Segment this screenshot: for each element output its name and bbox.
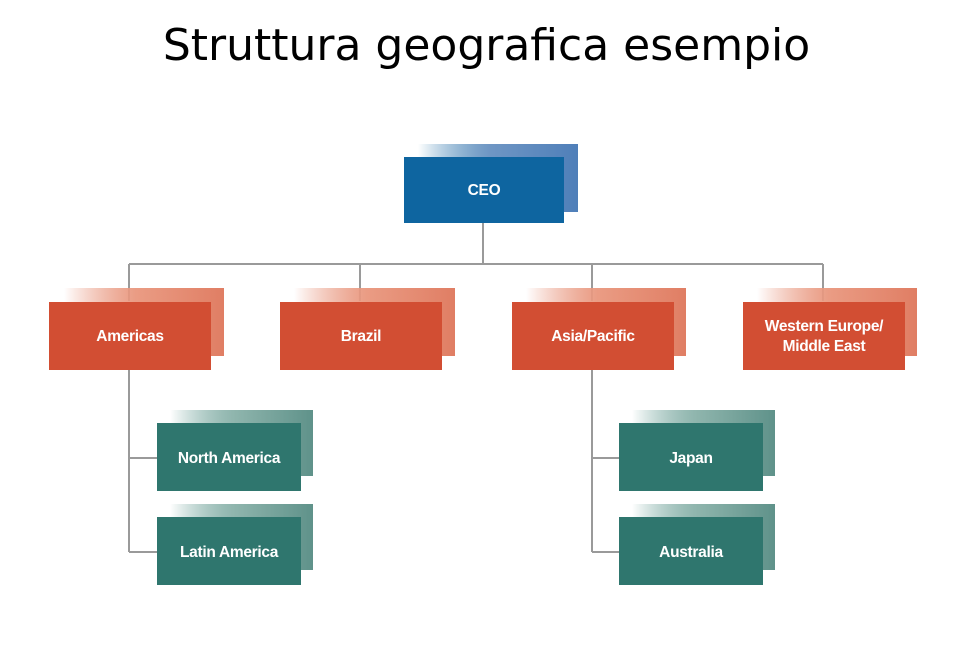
connector-lines: [128, 221, 824, 553]
node-region-asia-pacific-box: [512, 302, 674, 370]
node-region-americas-box: [49, 302, 211, 370]
node-country-latin-america: Latin America: [157, 504, 313, 585]
node-country-australia-label: Australia: [659, 544, 723, 561]
node-region-asia-pacific: Asia/Pacific: [512, 288, 686, 370]
node-region-asia-pacific-label: Asia/Pacific: [551, 328, 635, 345]
node-country-north-america-box: [157, 423, 301, 491]
node-ceo-box: [404, 157, 564, 223]
node-country-japan: Japan: [619, 410, 775, 491]
node-country-australia: Australia: [619, 504, 775, 585]
node-ceo: CEO: [404, 144, 578, 223]
node-country-north-america-label: North America: [178, 450, 281, 467]
node-region-brazil-label: Brazil: [341, 328, 381, 345]
node-region-western-europe-box: [743, 302, 905, 370]
node-region-americas: Americas: [49, 288, 224, 370]
node-region-brazil-box: [280, 302, 442, 370]
node-ceo-label: CEO: [468, 182, 501, 199]
node-region-americas-label: Americas: [96, 328, 163, 345]
node-country-japan-box: [619, 423, 763, 491]
node-country-north-america: North America: [157, 410, 313, 491]
slide-title: Struttura geografica esempio: [162, 20, 811, 71]
node-country-australia-box: [619, 517, 763, 585]
node-region-western-europe-label-line1: Western Europe/: [765, 318, 884, 335]
node-country-japan-label: Japan: [669, 450, 712, 467]
node-region-western-europe-label-line2: Middle East: [783, 338, 866, 355]
node-region-western-europe: Western Europe/ Middle East: [743, 288, 917, 370]
node-country-latin-america-label: Latin America: [180, 544, 279, 561]
node-country-latin-america-box: [157, 517, 301, 585]
node-region-brazil: Brazil: [280, 288, 455, 370]
